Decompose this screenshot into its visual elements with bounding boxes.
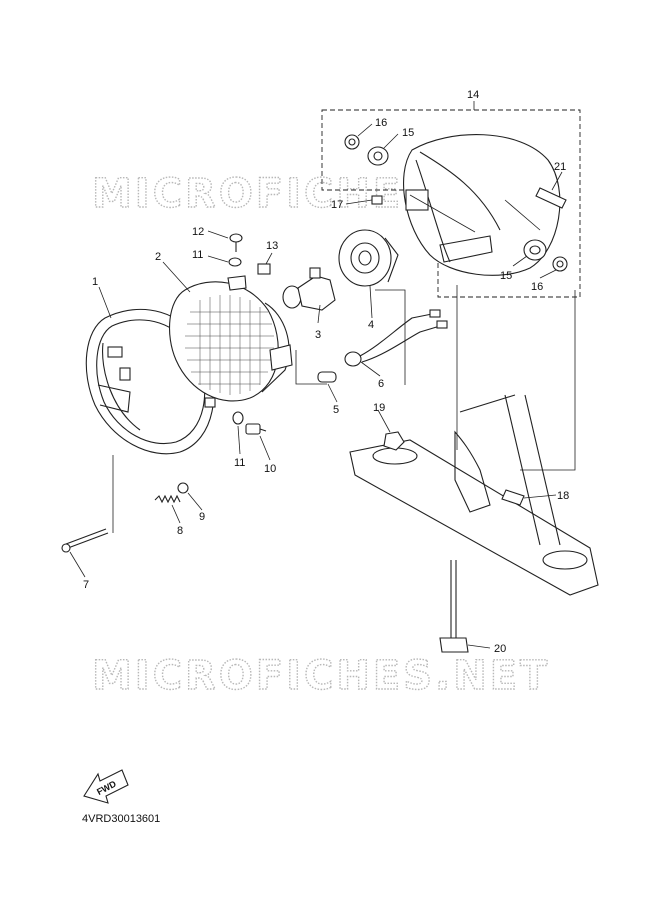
callout-6: 6 — [378, 378, 384, 390]
part-19-nut — [383, 431, 405, 451]
callout-9: 9 — [199, 511, 205, 523]
part-7-screw — [61, 528, 109, 553]
callout-8: 8 — [177, 525, 183, 537]
callout-16-bottom: 16 — [531, 281, 543, 293]
part-20-cable-tie — [439, 560, 469, 653]
callout-17: 17 — [331, 199, 343, 211]
part-9-adjust-screw — [177, 482, 189, 494]
callout-12: 12 — [192, 226, 204, 238]
callout-11-lower: 11 — [234, 457, 245, 469]
part-2-headlight-unit — [168, 275, 293, 402]
callout-7: 7 — [83, 579, 89, 591]
part-11-washer — [228, 257, 244, 425]
callout-14: 14 — [467, 89, 479, 101]
callout-19: 19 — [373, 402, 385, 414]
callout-1: 1 — [92, 276, 98, 288]
part-21-collar — [535, 187, 567, 209]
callout-10: 10 — [264, 463, 276, 475]
part-13-nut — [257, 263, 271, 275]
callout-18: 18 — [557, 490, 569, 502]
callout-21: 21 — [554, 161, 566, 173]
callout-labels: 1 2 3 4 5 6 7 8 9 10 11 11 12 13 14 15 1… — [83, 89, 569, 655]
part-18-bolt — [501, 489, 525, 506]
part-5-bulb — [317, 371, 337, 383]
part-15-collar-top — [367, 146, 389, 166]
callout-11-upper: 11 — [192, 249, 203, 261]
callout-3: 3 — [315, 329, 321, 341]
callout-15-top: 15 — [402, 127, 414, 139]
callout-leaders — [69, 101, 563, 649]
watermark-bottom: MICROFICHES.NET — [92, 653, 550, 699]
callout-5: 5 — [333, 404, 339, 416]
callout-4: 4 — [368, 319, 374, 331]
part-12-screw — [229, 233, 243, 252]
callout-16-top: 16 — [375, 117, 387, 129]
fwd-arrow-icon: FWD — [83, 769, 129, 804]
callout-15-bottom: 15 — [500, 270, 512, 282]
part-17-screw — [371, 195, 383, 205]
part-4-socket-cover — [338, 229, 399, 287]
part-14-housing — [321, 109, 581, 298]
part-16-grommet-top — [344, 134, 360, 150]
callout-20: 20 — [494, 643, 506, 655]
part-10-screw — [245, 423, 267, 435]
callout-2: 2 — [155, 251, 161, 263]
part-3-bulb — [282, 267, 336, 311]
part-15-collar-bottom — [523, 239, 547, 261]
assembly-lines — [112, 194, 576, 533]
part-16-grommet-bottom — [552, 256, 568, 272]
part-6-socket-cord — [344, 309, 448, 367]
diagram-code: 4VRD30013601 — [82, 813, 160, 825]
part-8-spring — [154, 494, 181, 504]
callout-13: 13 — [266, 240, 278, 252]
